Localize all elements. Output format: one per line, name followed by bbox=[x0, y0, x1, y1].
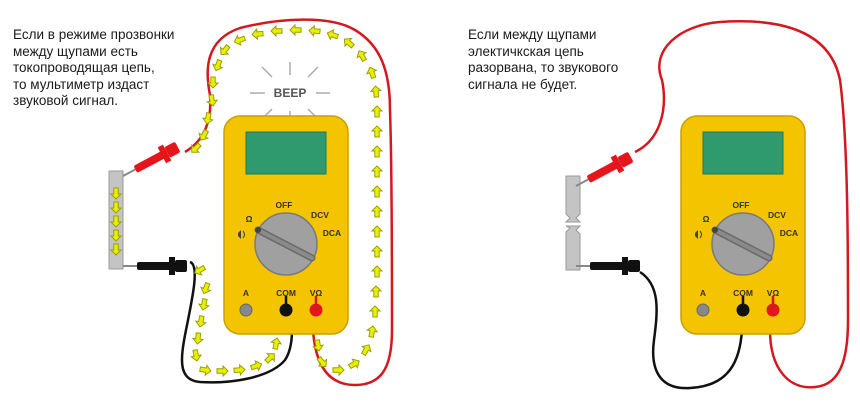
sound-icon bbox=[238, 230, 245, 239]
off-label: OFF bbox=[733, 200, 750, 210]
ohm-label: Ω bbox=[246, 214, 253, 224]
off-label: OFF bbox=[276, 200, 293, 210]
black-probe-wire bbox=[639, 270, 744, 390]
sound-icon bbox=[695, 230, 702, 239]
left-panel: BEEP Ω OFF DCV DCA A COM VΩ bbox=[108, 18, 394, 387]
dca-label: DCA bbox=[780, 228, 798, 238]
red-probe bbox=[122, 142, 180, 177]
black-probe bbox=[576, 257, 640, 275]
broken-conductor bbox=[564, 175, 582, 271]
beep-label: BEEP bbox=[274, 86, 307, 100]
red-probe bbox=[575, 152, 633, 187]
left-multimeter: Ω OFF DCV DCA A COM VΩ bbox=[224, 116, 348, 334]
a-jack-label: A bbox=[243, 288, 249, 298]
left-caption: Если в режиме прозвонки между щупами ест… bbox=[13, 27, 175, 108]
vohm-jack-label: VΩ bbox=[310, 288, 323, 298]
black-probe bbox=[123, 257, 187, 275]
black-probe-wire bbox=[180, 260, 294, 384]
dcv-label: DCV bbox=[311, 210, 329, 220]
right-caption: Если между щупами электичкская цепь разо… bbox=[468, 27, 619, 92]
ohm-label: Ω bbox=[703, 214, 710, 224]
dca-label: DCA bbox=[323, 228, 341, 238]
a-jack-label: A bbox=[700, 288, 706, 298]
vohm-jack-label: VΩ bbox=[767, 288, 780, 298]
right-panel: Ω OFF DCV DCA A COM VΩ bbox=[564, 20, 850, 390]
red-probe-wire bbox=[184, 18, 394, 387]
com-jack-label: COM bbox=[276, 288, 296, 298]
red-probe-wire bbox=[634, 20, 850, 389]
com-jack-label: COM bbox=[733, 288, 753, 298]
dcv-label: DCV bbox=[768, 210, 786, 220]
right-multimeter: Ω OFF DCV DCA A COM VΩ bbox=[681, 116, 805, 334]
